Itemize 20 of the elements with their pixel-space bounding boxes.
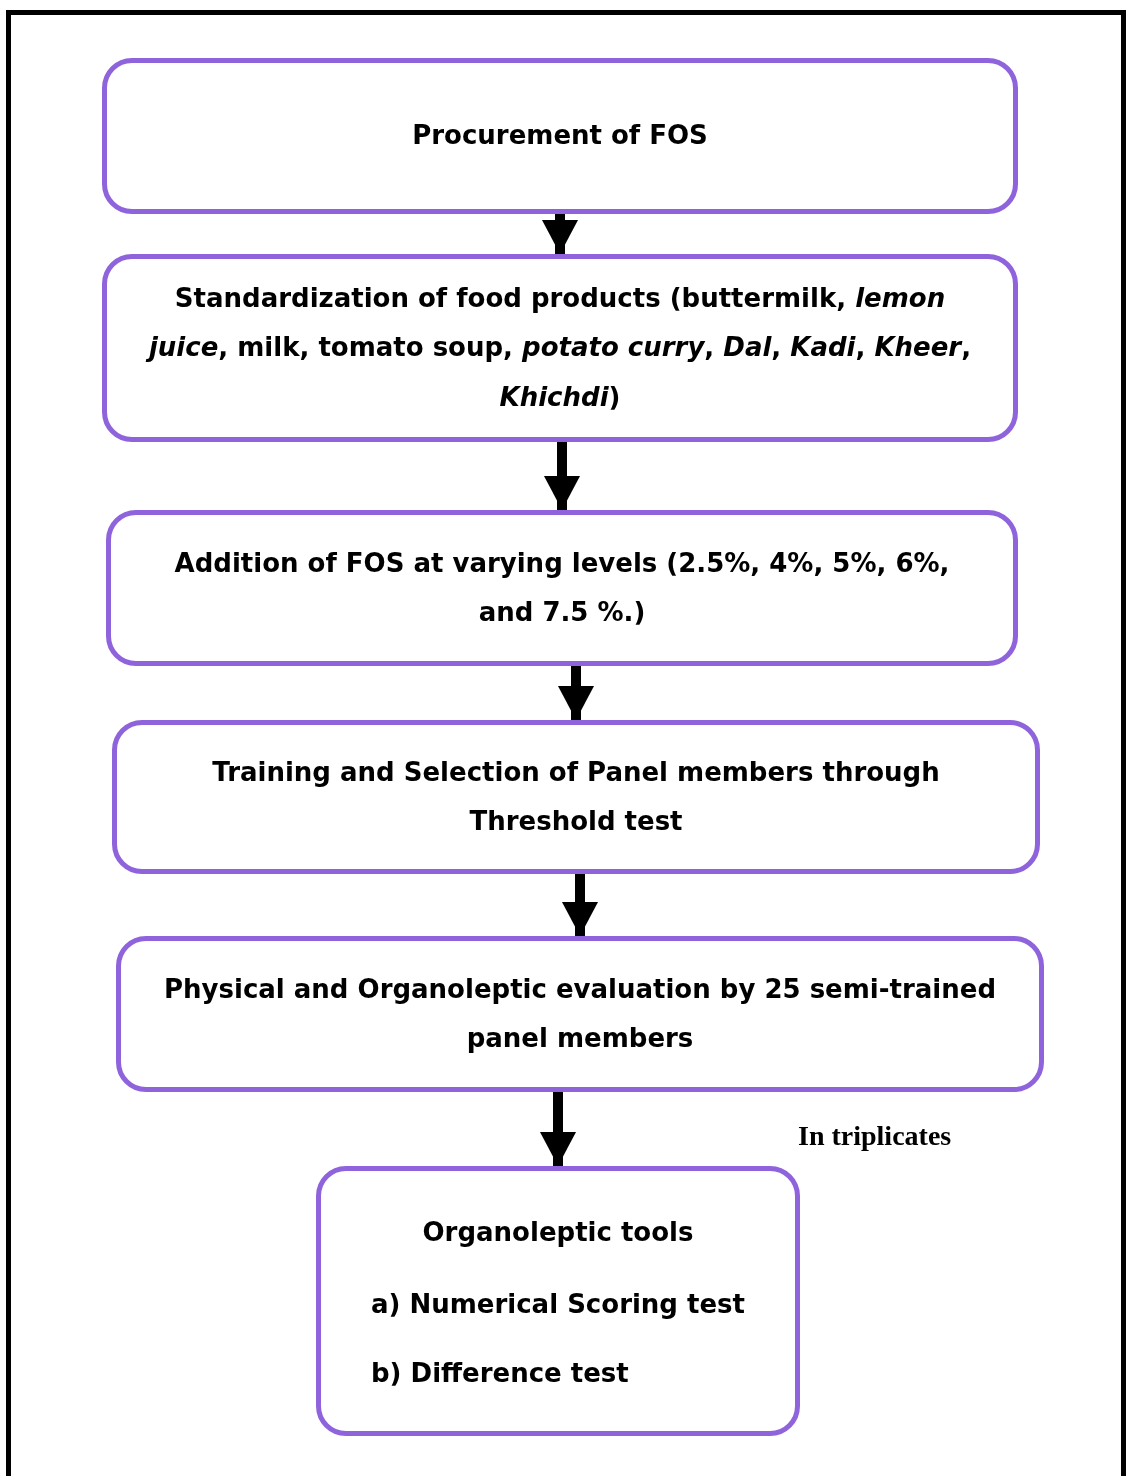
arrow — [562, 874, 598, 936]
arrow — [558, 666, 594, 720]
step-text: Physical and Organoleptic evaluation by 25 semi-trained panel members — [163, 972, 997, 1055]
step-text: Procurement of FOS — [412, 119, 708, 153]
arrow — [540, 1092, 576, 1166]
step-text: Addition of FOS at varying levels (2.5%, 4%, 5%, 6%, and 7.5 %.) — [173, 546, 951, 629]
note-text: In triplicates — [798, 1120, 952, 1152]
box-heading: Organoleptic tools — [422, 1215, 694, 1249]
step-text: Standardization of food products (buttermilk, lemon juice, milk, tomato soup, potato curry, Dal, Kadi, Kheer, Khichdi) — [147, 273, 973, 423]
arrow — [544, 442, 580, 510]
step-text: Training and Selection of Panel members through Threshold test — [211, 755, 941, 838]
process-box — [102, 254, 1018, 442]
process-box — [316, 1166, 800, 1436]
list-item: b) Difference test — [371, 1356, 630, 1390]
process-box — [112, 720, 1040, 874]
arrow — [542, 214, 578, 254]
process-box — [106, 510, 1018, 666]
list-item: a) Numerical Scoring test — [371, 1288, 745, 1322]
process-box — [102, 58, 1018, 214]
process-box — [116, 936, 1044, 1092]
